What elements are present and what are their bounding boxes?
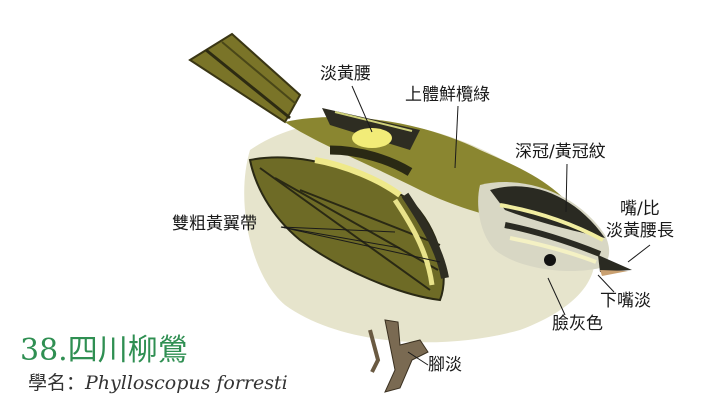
tail	[188, 32, 302, 124]
label-bill-note-1: 嘴/比	[620, 199, 660, 219]
label-legs: 腳淡	[428, 355, 462, 375]
scientific-name: 學名：Phylloscopus forresti	[28, 374, 288, 393]
head	[478, 182, 610, 271]
scientific-name-value: Phylloscopus forresti	[85, 372, 288, 394]
scientific-name-prefix: 學名：	[28, 372, 86, 394]
wing	[248, 145, 449, 302]
bill	[598, 255, 632, 272]
page-title: 38.四川柳鶯	[20, 333, 188, 368]
label-upperparts: 上體鮮欖綠	[405, 85, 490, 105]
label-lower-mandible: 下嘴淡	[600, 291, 651, 311]
label-wingbars: 雙粗黃翼帶	[172, 214, 257, 234]
label-bill-note-2: 淡黃腰長	[606, 221, 674, 241]
rump-patch	[352, 128, 392, 148]
legs	[368, 319, 429, 393]
label-rump: 淡黃腰	[320, 64, 371, 84]
label-cheek: 臉灰色	[552, 314, 603, 334]
label-crown: 深冠/黃冠紋	[515, 142, 606, 162]
leader-lines	[280, 85, 651, 366]
